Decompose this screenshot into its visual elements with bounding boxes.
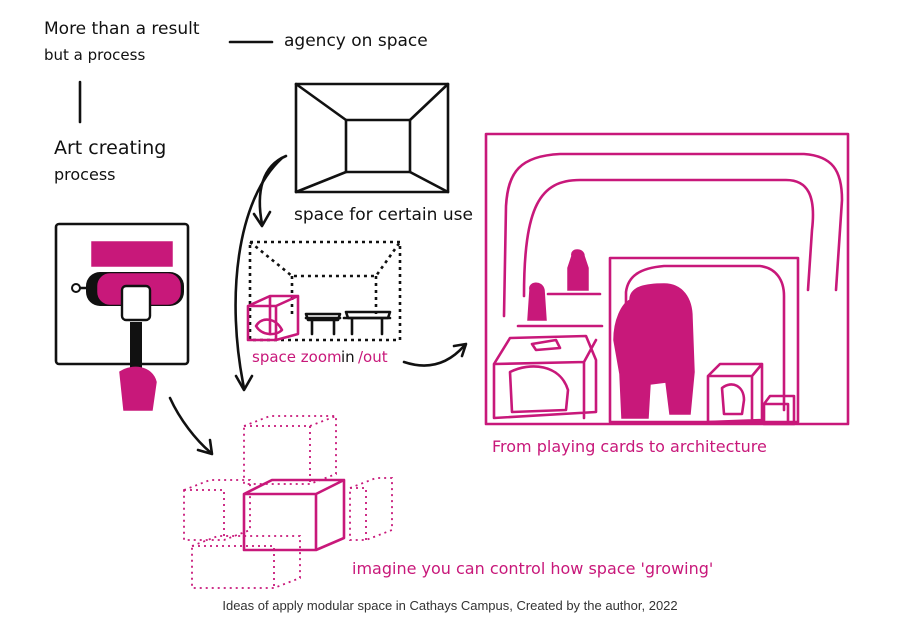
note-zoom-out: /out — [358, 348, 388, 366]
paint-roller-sketch — [54, 222, 190, 411]
note-process: process — [54, 165, 115, 184]
playing-cards-architecture-sketch — [484, 132, 850, 426]
note-imagine-space-growing: imagine you can control how space 'growi… — [352, 559, 713, 578]
figure-caption: Ideas of apply modular space in Cathays … — [222, 598, 678, 613]
arrow-head — [252, 210, 272, 228]
modular-blocks-sketch — [183, 415, 393, 589]
dotted-room-zoom-sketch — [246, 240, 402, 342]
note-art-creating: Art creating — [54, 137, 166, 159]
arrow-head — [196, 438, 214, 456]
arrow-to-cards — [402, 344, 466, 367]
arrow-head — [234, 374, 254, 392]
note-playing-cards-to-architecture: From playing cards to architecture — [492, 437, 767, 456]
arrow-to-modules — [168, 396, 212, 454]
note-space-for-certain-use: space for certain use — [294, 205, 473, 225]
arrow-to-blocks — [234, 156, 284, 390]
note-more-than-result: More than a result — [44, 19, 200, 39]
arrow-head — [452, 342, 468, 358]
note-agency-on-space: agency on space — [284, 31, 428, 51]
room-perspective-sketch — [294, 82, 450, 194]
note-zoom-in: in — [341, 348, 355, 366]
note-but-a-process: but a process — [44, 46, 145, 64]
note-space-zoom: space zoom — [252, 348, 342, 366]
